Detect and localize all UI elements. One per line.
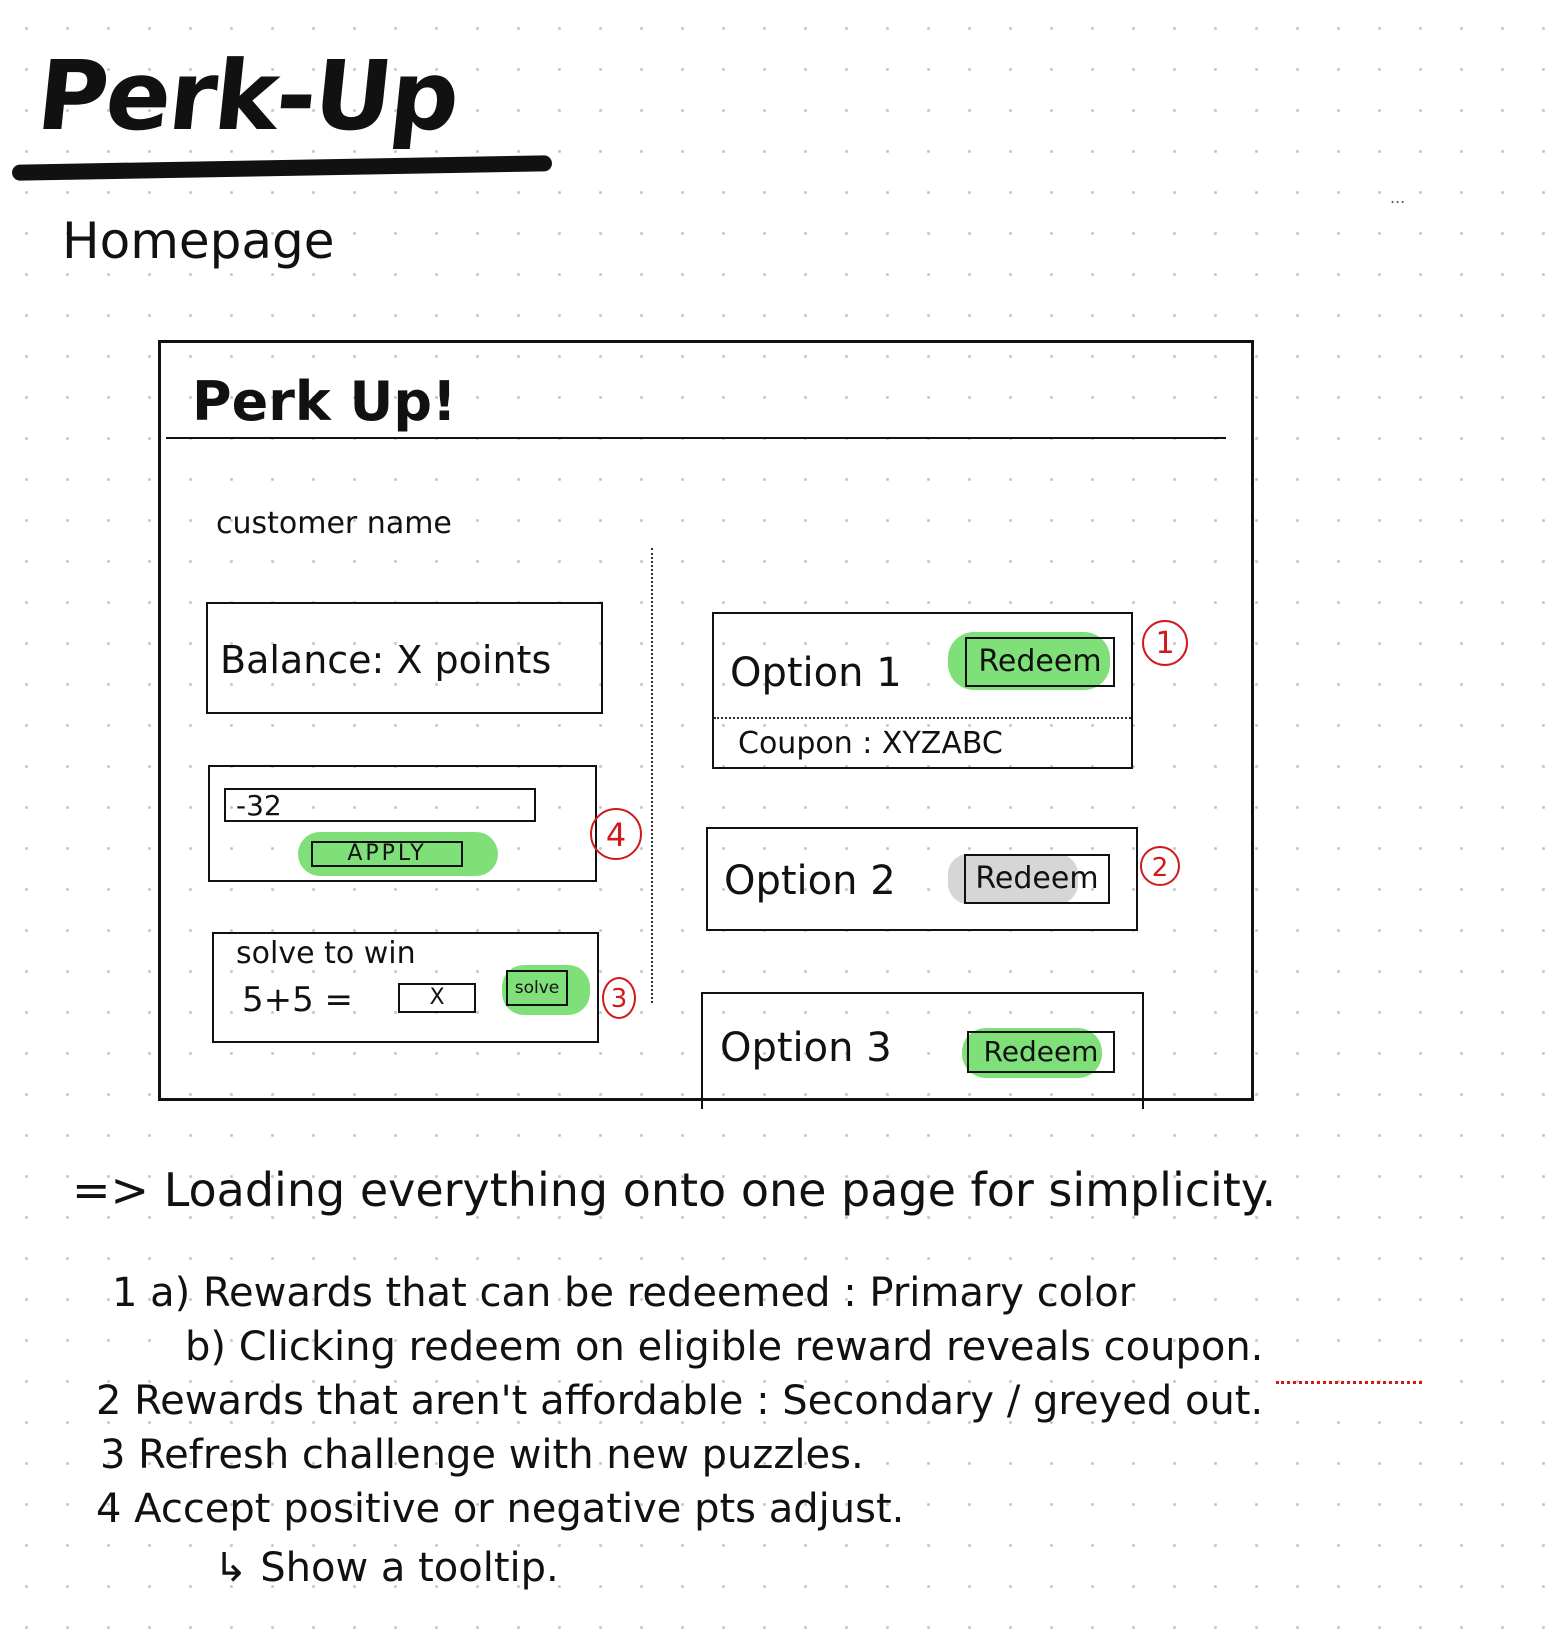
customer-name: customer name [216,506,452,541]
coupon-code: Coupon : XYZABC [738,726,1003,761]
annotation-marker-2: 2 [1140,846,1180,886]
note-3: 3 Refresh challenge with new puzzles. [100,1432,864,1478]
spellcheck-underline [1276,1381,1422,1384]
challenge-answer-field[interactable]: X [398,983,476,1013]
challenge-card [212,932,599,1043]
note-4: 4 Accept positive or negative pts adjust… [96,1486,905,1532]
reward-option-2-label: Option 2 [724,858,896,904]
note-2: 2 Rewards that aren't affordable : Secon… [96,1378,1264,1424]
reward-option-2 [706,827,1138,931]
redeem-button-2[interactable]: Redeem [964,854,1110,904]
solve-button[interactable]: solve [506,970,568,1006]
reward-option-3 [701,992,1144,1109]
app-title: Perk Up! [192,370,457,433]
solve-highlight [502,965,590,1015]
apply-button[interactable]: APPLY [311,841,463,867]
reward-option-1-label: Option 1 [730,650,902,696]
challenge-label: solve to win [236,936,416,971]
sketch-title: Perk-Up [32,40,464,152]
apply-highlight [298,832,498,876]
redeem-button-1[interactable]: Redeem [965,637,1115,687]
annotation-marker-1: 1 [1142,620,1188,666]
title-underline [11,155,553,181]
redeem-1-highlight [948,632,1110,690]
balance-card [206,602,603,714]
reward-option-1 [712,612,1133,769]
coupon-divider [714,717,1131,719]
redeem-button-3[interactable]: Redeem [967,1031,1115,1073]
redeem-3-highlight [962,1028,1102,1078]
note-main: => Loading everything onto one page for … [72,1163,1277,1217]
reward-option-3-label: Option 3 [720,1025,892,1071]
column-divider [651,548,653,1003]
redeem-2-highlight [948,854,1078,904]
header-divider [166,437,1226,439]
challenge-equation: 5+5 = [242,980,354,1020]
mockup-frame [158,340,1254,1101]
note-1b: b) Clicking redeem on eligible reward re… [185,1324,1264,1370]
more-icon: ... [1390,188,1406,207]
sketch-subtitle: Homepage [62,212,335,270]
note-4-sub: ↳ Show a tooltip. [214,1545,559,1591]
balance-text: Balance: X points [220,638,552,682]
points-adjust-input[interactable] [224,788,536,822]
note-1a: 1 a) Rewards that can be redeemed : Prim… [112,1270,1136,1316]
annotation-marker-3: 3 [602,977,636,1019]
annotation-marker-4: 4 [590,808,642,860]
